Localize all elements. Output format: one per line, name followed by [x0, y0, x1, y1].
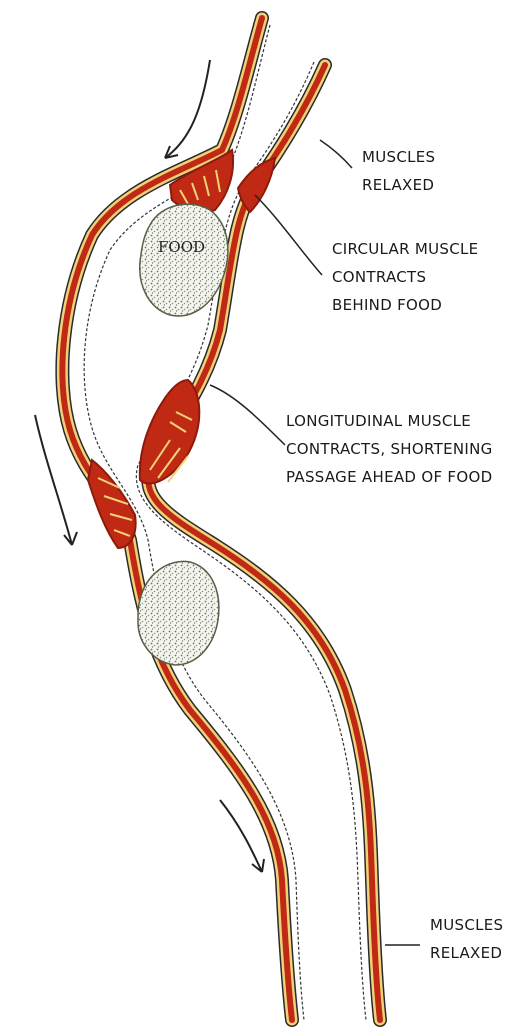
label-longitudinal-muscle: LONGITUDINAL MUSCLE CONTRACTS, SHORTENIN… [286, 412, 493, 486]
food-label: FOOD [158, 238, 205, 256]
leader-lines [210, 140, 420, 945]
label-circular-muscle: CIRCULAR MUSCLE CONTRACTS BEHIND FOOD [332, 240, 478, 314]
longitudinal-contraction-right [140, 380, 200, 483]
label-line: LONGITUDINAL MUSCLE [286, 412, 471, 430]
label-line: RELAXED [430, 944, 502, 962]
food-bolus-upper: FOOD [140, 204, 228, 316]
label-line: CONTRACTS [332, 268, 426, 286]
label-line: CIRCULAR MUSCLE [332, 240, 478, 258]
longitudinal-contraction-left [88, 460, 136, 548]
label-line: BEHIND FOOD [332, 296, 442, 314]
label-muscles-relaxed-top: MUSCLES RELAXED [362, 148, 435, 194]
label-line: RELAXED [362, 176, 434, 194]
label-line: MUSCLES [362, 148, 435, 166]
food-bolus-lower [138, 561, 219, 665]
circular-contraction-upper-right [238, 158, 275, 212]
label-line: MUSCLES [430, 916, 503, 934]
label-line: PASSAGE AHEAD OF FOOD [286, 468, 492, 486]
arrow-down-icon [165, 60, 210, 158]
label-line: CONTRACTS, SHORTENING [286, 440, 493, 458]
label-muscles-relaxed-bottom: MUSCLES RELAXED [430, 916, 503, 962]
